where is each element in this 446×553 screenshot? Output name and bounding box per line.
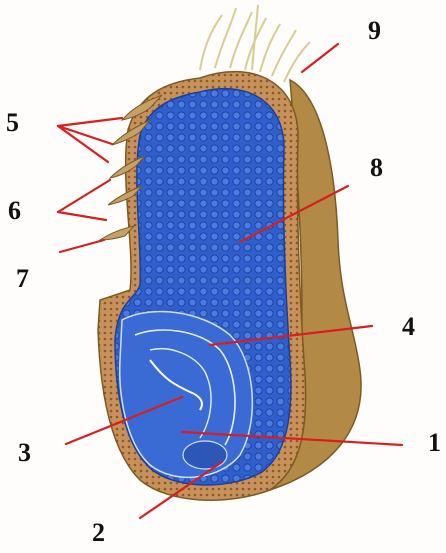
label-5: 5 [6, 110, 19, 136]
label-9: 9 [368, 18, 381, 44]
radicle [183, 441, 227, 469]
hairs [200, 5, 310, 82]
leader-5c [58, 126, 108, 162]
label-4: 4 [402, 314, 415, 340]
leader-7 [60, 240, 104, 252]
label-3: 3 [18, 440, 31, 466]
label-6: 6 [8, 198, 21, 224]
label-1: 1 [428, 430, 441, 456]
leader-6b [58, 212, 106, 220]
leader-5b [58, 126, 112, 144]
label-8: 8 [370, 155, 383, 181]
leader-5a [58, 118, 122, 126]
label-7: 7 [16, 266, 29, 292]
leader-6a [58, 180, 110, 212]
leader-9 [302, 44, 338, 72]
label-2: 2 [92, 520, 105, 546]
